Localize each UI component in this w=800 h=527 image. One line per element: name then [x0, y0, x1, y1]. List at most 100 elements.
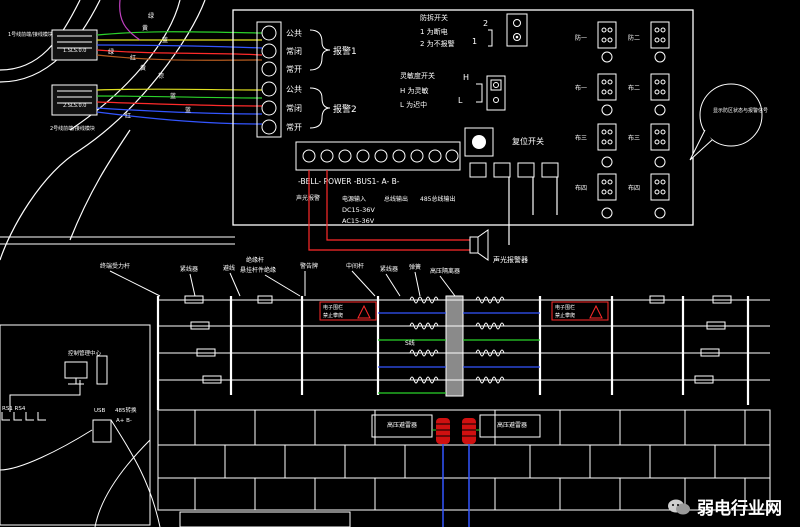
warning-sign-left: 电子围栏 禁止攀爬: [319, 301, 377, 321]
term-label-2: 常闭: [286, 47, 302, 56]
fence-label-6: 警告牌: [300, 262, 318, 270]
bubble-text: 显示防区状态与报警信号: [713, 107, 768, 114]
fence-label-10: 高压隔离器: [430, 267, 460, 275]
led-r-4: 布四: [628, 184, 640, 192]
reset-label: 复位开关: [512, 136, 544, 146]
dc-label: DC15-36V: [342, 206, 375, 214]
led-r-2: 布二: [628, 84, 640, 92]
wire-label-4: 红: [130, 54, 136, 62]
sens-h: H 为灵敏: [400, 86, 429, 95]
wire-labels: 绿 黄 蓝 红 棕 黄 绿 红 蓝 蓝: [108, 12, 191, 120]
wire-label-5: 棕: [158, 72, 164, 80]
sens-l: L 为迟中: [400, 100, 427, 109]
cc-box: 485转换: [115, 406, 137, 414]
led-r-3: 布三: [628, 134, 640, 142]
wire-label-1: 绿: [148, 12, 154, 20]
control-center-labels: 控制管理中心 RS1 RS4 USB 485转换 A+ B-: [2, 349, 137, 424]
sens-title: 灵敏度开关: [400, 71, 435, 80]
power-label: 电源输入: [342, 195, 366, 203]
watermark: 弱电行业网: [667, 494, 782, 519]
module1-code: 1.SLS.0.0: [63, 48, 86, 54]
small-terminals: [469, 162, 559, 178]
module-2: 2.SLS.0.0 2号线前端/接线模块: [50, 84, 98, 132]
fence-wires-blue: [378, 312, 540, 368]
warn-right-2: 禁止攀爬: [555, 312, 575, 319]
callout-bubble: 显示防区状态与报警信号: [689, 83, 768, 161]
jp-2: 2: [483, 19, 488, 28]
cc-usb: USB: [94, 408, 106, 414]
warn-left-1: 电子围栏: [323, 304, 343, 311]
warn-right-1: 电子围栏: [555, 304, 575, 311]
wire-label-8: 红: [125, 112, 131, 120]
watermark-text: 弱电行业网: [697, 499, 782, 519]
base-outline: [179, 511, 351, 527]
fence-label-8: 紧线器: [380, 265, 398, 273]
fence-label-2: 紧线器: [180, 265, 198, 273]
led-l-2: 布一: [575, 84, 587, 92]
fence-label-5: 悬挂杆件绝缘: [240, 266, 276, 274]
sens-l-mark: L: [458, 96, 463, 105]
jp-1: 1: [472, 37, 477, 46]
led-l-1: 防一: [575, 34, 587, 42]
module2-caption: 2号线前端/接线模块: [50, 125, 95, 132]
colored-wires: [96, 0, 263, 125]
alarm-terminal-labels: 公共 常闭 常开 公共 常闭 常开: [286, 29, 302, 132]
brick-wall: [157, 409, 771, 511]
alarm-terminal-block: [256, 21, 282, 138]
module2-code: 2.SLS.0.0: [63, 103, 86, 109]
term-label-5: 常闭: [286, 104, 302, 113]
cc-title: 控制管理中心: [68, 349, 102, 357]
alarm2-label: 报警2: [333, 103, 357, 115]
siren-label: 声光报警器: [493, 255, 528, 264]
cc-ab: A+ B-: [116, 418, 132, 424]
term-label-1: 公共: [286, 29, 302, 38]
led-l-3: 布三: [575, 134, 587, 142]
led-r-1: 防二: [628, 34, 640, 42]
warn-left-2: 禁止攀爬: [323, 312, 343, 319]
tamper-opt1: 1 为断电: [420, 27, 448, 36]
ground-label: S线: [405, 339, 415, 347]
rs485-label: 485总线输出: [420, 195, 455, 203]
control-center-box: [0, 324, 161, 527]
alarm1-label: 报警1: [333, 45, 357, 57]
wire-label-2: 黄: [142, 24, 148, 32]
siren: 声光报警器: [469, 229, 528, 264]
wire-label-6: 黄: [140, 64, 146, 72]
wire-label-7: 绿: [108, 48, 114, 56]
reset-switch: 复位开关: [464, 127, 544, 157]
leader-lines: [109, 270, 456, 297]
sens-h-mark: H: [463, 73, 469, 82]
tamper-switch: 防拆开关 1 为断电 2 为不报警 2 1: [420, 13, 528, 48]
fence-wires-green: [378, 339, 540, 394]
fence-labels: 终端受力杆 紧线器 避线 绝缘杆 悬挂杆件绝缘 警告牌 中间杆 紧线器 弹簧 高…: [100, 256, 460, 275]
bell-label: 声光报警: [296, 194, 320, 202]
ac-label: AC15-36V: [342, 217, 375, 225]
wire-label-9: 蓝: [170, 92, 176, 100]
wechat-icon: [668, 499, 690, 514]
hv-left-label: 高压避雷器: [387, 421, 417, 429]
tamper-opt2: 2 为不报警: [420, 39, 455, 48]
siren-wiring: [308, 170, 558, 251]
tamper-title: 防拆开关: [420, 13, 448, 22]
module1-caption: 1号线前端/接线模块: [8, 31, 53, 38]
springs: [409, 296, 505, 384]
module-1: 1.SLS.0.0 1号线前端/接线模块: [8, 29, 98, 61]
term-label-4: 公共: [286, 85, 302, 94]
term-label-3: 常开: [286, 65, 302, 74]
alarm-braces: [309, 29, 331, 129]
bottom-terms: -BELL- POWER -BUS1- A- B-: [298, 177, 400, 186]
hv-arresters: 高压避雷器 高压避雷器: [371, 414, 541, 527]
tensioners: [184, 295, 732, 384]
led-l-4: 布四: [575, 184, 587, 192]
connectors: [597, 21, 670, 219]
term-label-6: 常开: [286, 123, 302, 132]
fence-wires: [158, 299, 770, 381]
fence-label-3: 避线: [223, 264, 235, 272]
fence-label-7: 中间杆: [346, 262, 364, 270]
bottom-terminal-strip: -BELL- POWER -BUS1- A- B- 声光报警 电源输入 DC15…: [295, 141, 461, 225]
wire-label-10: 蓝: [185, 106, 191, 114]
hv-right-label: 高压避雷器: [497, 421, 527, 429]
fence-label-1: 终端受力杆: [100, 262, 130, 270]
sensitivity-switch: 灵敏度开关 H 为灵敏 L 为迟中 H L: [400, 71, 506, 111]
